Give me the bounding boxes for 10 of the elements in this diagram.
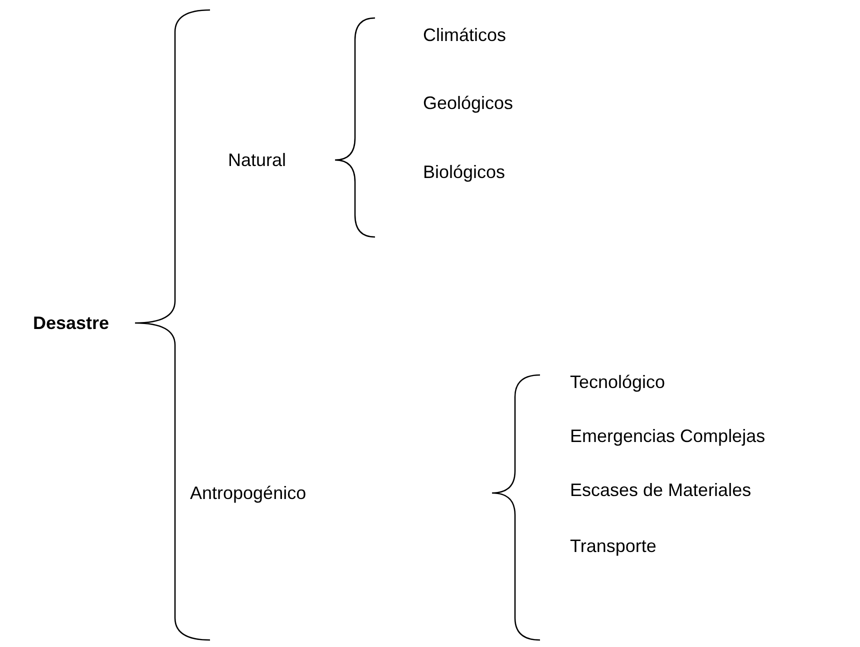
node-label: Emergencias Complejas xyxy=(570,425,766,447)
node-label: Escases de Materiales xyxy=(570,479,752,501)
node-label: Natural xyxy=(228,149,286,171)
node-label: Antropogénico xyxy=(190,482,306,504)
node-label: Climáticos xyxy=(423,24,506,46)
node-label: Geológicos xyxy=(423,92,514,114)
node-label: Biológicos xyxy=(423,161,506,183)
node-label: Tecnológico xyxy=(570,371,666,393)
node-label: Desastre xyxy=(33,312,110,334)
node-label: Transporte xyxy=(570,535,656,557)
